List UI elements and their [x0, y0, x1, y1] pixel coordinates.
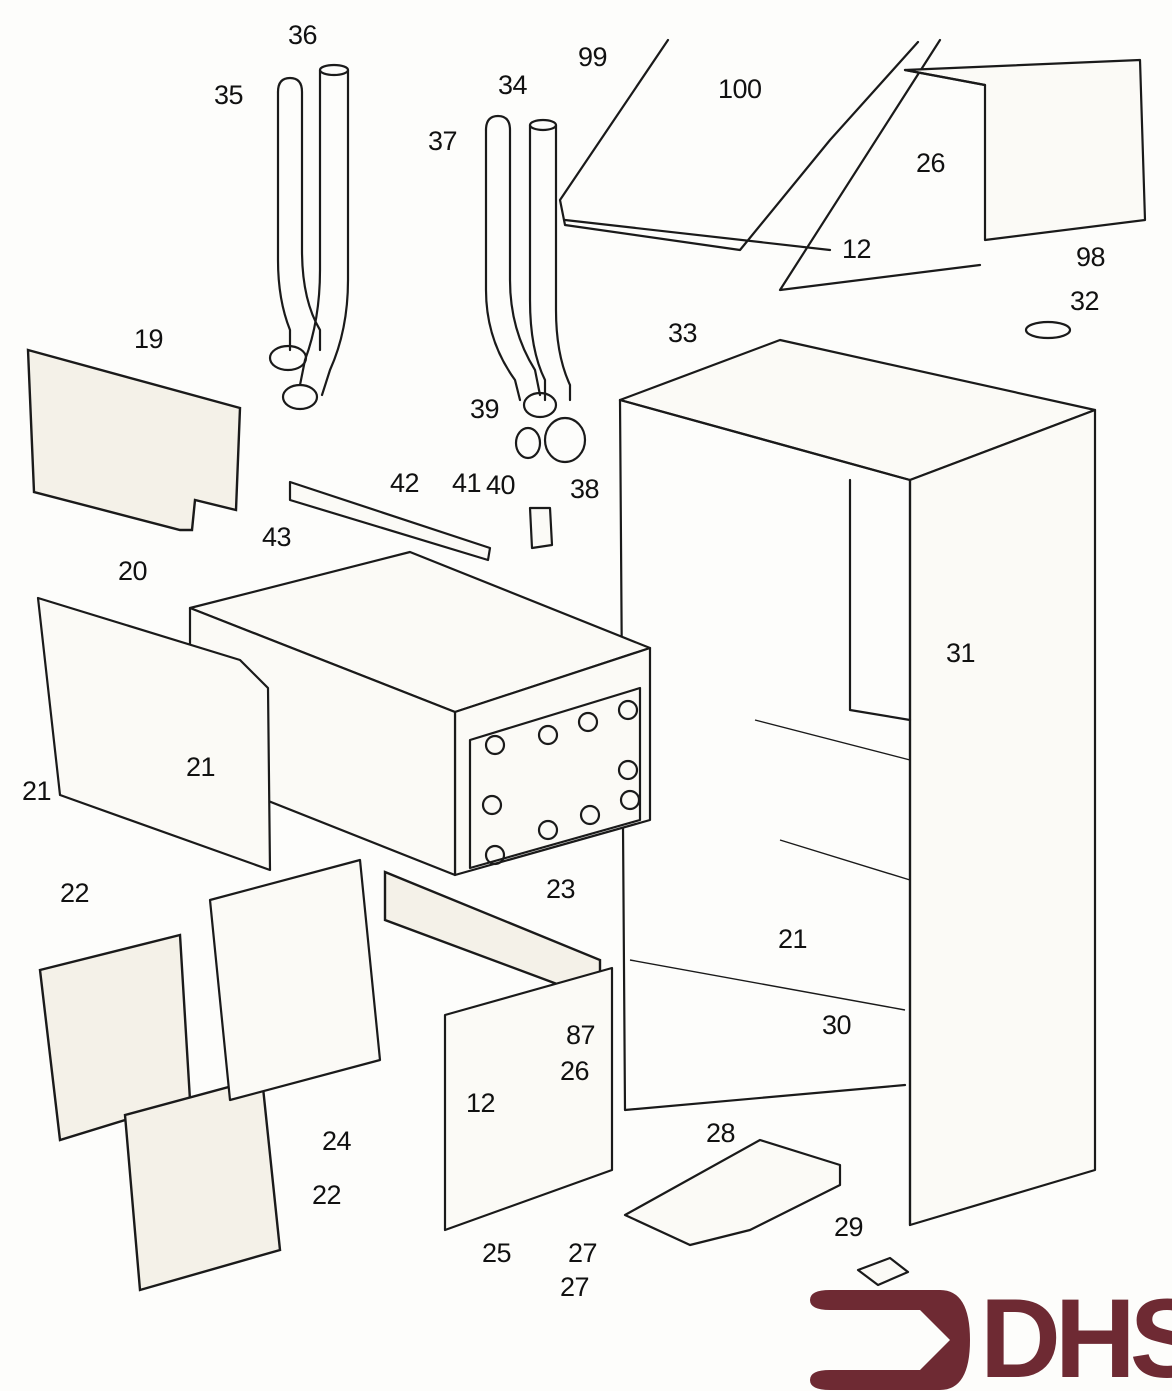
pipe-37 — [484, 114, 542, 402]
part-label: 87 — [566, 1020, 596, 1050]
part-label: 27 — [568, 1238, 598, 1268]
part-label: 32 — [1070, 286, 1100, 316]
part-label: 25 — [482, 1238, 512, 1268]
part-label: 43 — [262, 522, 292, 552]
part-label: 21 — [778, 924, 808, 954]
casing-33 — [618, 338, 1097, 1227]
insulation-panel-19 — [26, 348, 242, 532]
front-panel-25 — [443, 966, 614, 1232]
part-label: 22 — [312, 1180, 342, 1210]
sensor-pocket-40 — [528, 506, 554, 550]
pipe-36 — [281, 63, 350, 411]
part-label: 28 — [706, 1118, 736, 1148]
part-label: 26 — [916, 148, 946, 178]
inner-panel-24 — [208, 858, 382, 1102]
part-label: 26 — [560, 1056, 590, 1086]
part-label: 99 — [578, 42, 608, 72]
part-label: 98 — [1076, 242, 1106, 272]
part-label: 36 — [288, 20, 318, 50]
part-label: 12 — [842, 234, 872, 264]
flue-box-98 — [903, 58, 1147, 242]
part-label: 40 — [486, 470, 516, 500]
part-label: 33 — [668, 318, 698, 348]
flue-hood-99 — [558, 38, 982, 292]
foot-29 — [856, 1256, 910, 1287]
insulation-panel-22b — [123, 1076, 282, 1292]
bracket-42 — [288, 480, 492, 562]
part-label: 22 — [60, 878, 90, 908]
part-label: 41 — [452, 468, 482, 498]
pipe-34 — [522, 118, 572, 419]
part-label: 30 — [822, 1010, 852, 1040]
part-label: 31 — [946, 638, 976, 668]
part-label: 34 — [498, 70, 528, 100]
part-label: 35 — [214, 80, 244, 110]
dhs-logo-arrow-icon — [810, 1290, 970, 1390]
base-tray-28 — [623, 1138, 842, 1247]
part-label: 38 — [570, 474, 600, 504]
grommet-32 — [1024, 320, 1072, 340]
union-38 — [514, 416, 587, 464]
part-label: 19 — [134, 324, 164, 354]
pipe-35 — [268, 76, 322, 372]
part-label: 21 — [186, 752, 216, 782]
part-label: 37 — [428, 126, 458, 156]
part-label: 100 — [718, 74, 762, 104]
part-label: 20 — [118, 556, 148, 586]
part-label: 24 — [322, 1126, 352, 1156]
side-panel-20 — [36, 596, 272, 872]
part-label: 27 — [560, 1272, 590, 1302]
part-label: 42 — [390, 468, 420, 498]
part-label: 21 — [22, 776, 52, 806]
part-label: 23 — [546, 874, 576, 904]
part-label: 39 — [470, 394, 500, 424]
dhs-logo-text: DHS — [980, 1276, 1172, 1391]
part-label: 12 — [466, 1088, 496, 1118]
part-label: 29 — [834, 1212, 864, 1242]
